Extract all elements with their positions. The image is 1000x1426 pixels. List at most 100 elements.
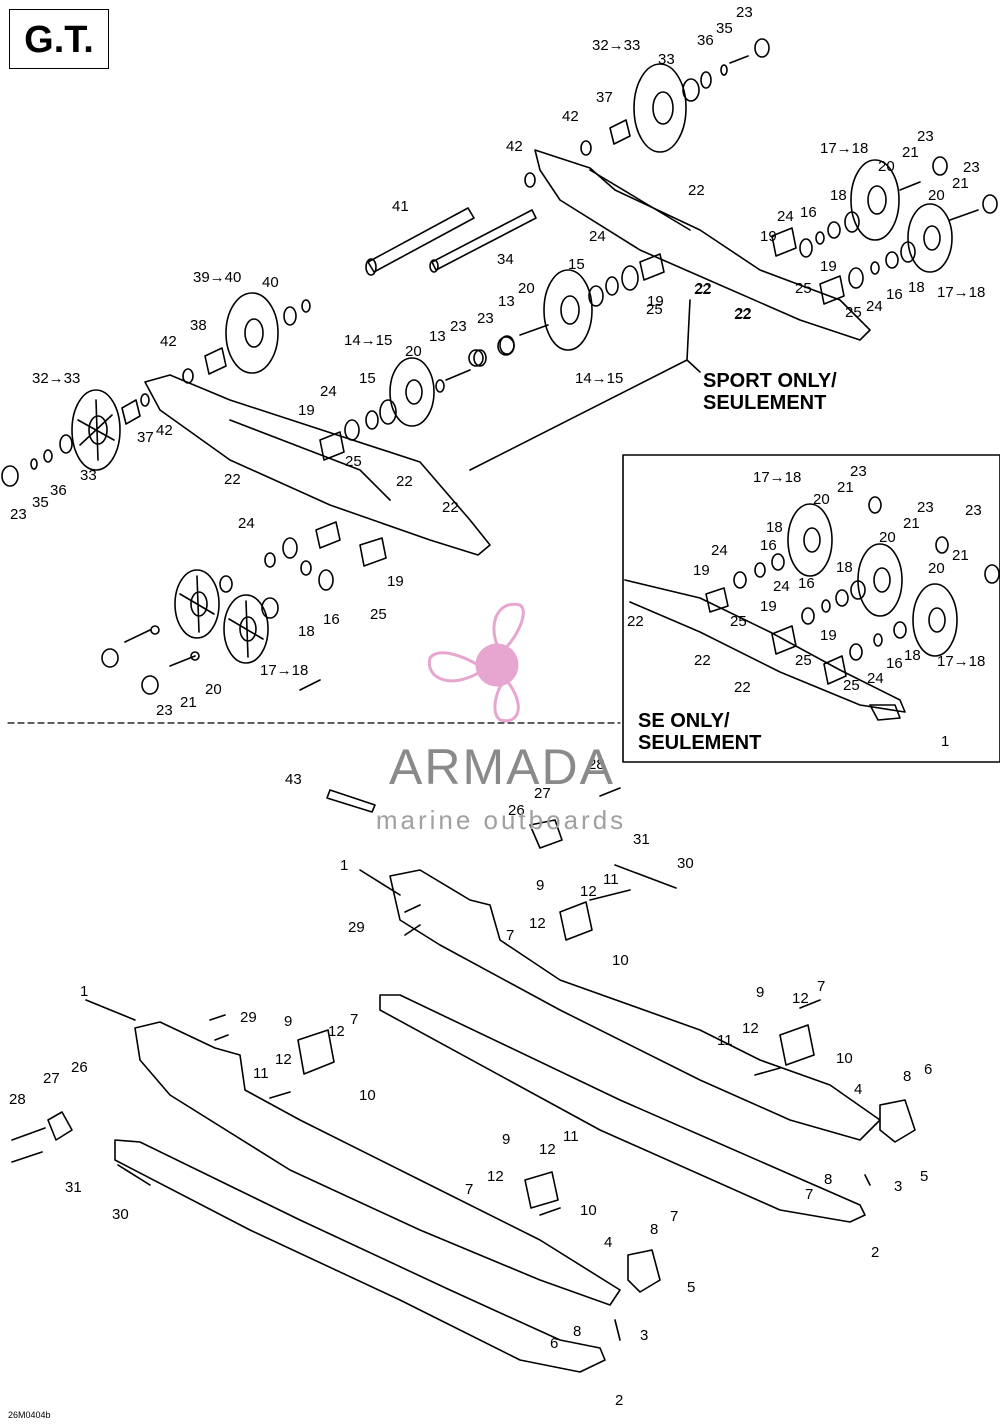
wheel-17-18-top (850, 159, 900, 241)
part-label-l42: 19 (760, 228, 777, 245)
shaft-41-end (365, 258, 377, 276)
part-label-l22: 24 (320, 383, 337, 400)
part-label-l39: 20 (928, 187, 945, 204)
part-label-l21: 22 (224, 471, 241, 488)
part-label-l55: 13 (498, 293, 515, 310)
part-label-l151: 7 (670, 1208, 678, 1225)
part-label-l43: 19 (820, 258, 837, 275)
part-label-l129: 2 (871, 1244, 879, 1261)
part-label-l85: 23 (965, 502, 982, 519)
part-label-l76: 18 (766, 519, 783, 536)
part-label-l100: 17→18 (937, 653, 985, 670)
part-label-l38: 21 (952, 175, 969, 192)
part-label-l37: 18 (830, 187, 847, 204)
wheel-14-15-left (389, 357, 435, 427)
part-label-l9: 34 (497, 251, 514, 268)
part-label-l48: 24 (866, 298, 883, 315)
part-label-l23: 15 (359, 370, 376, 387)
part-label-l0: 23 (10, 506, 27, 523)
part-label-l67: 18 (298, 623, 315, 640)
part-label-l33: 23 (917, 128, 934, 145)
part-label-l104: 27 (534, 785, 551, 802)
part-label-l124: 6 (924, 1061, 932, 1078)
part-label-l139: 27 (43, 1070, 60, 1087)
part-label-l143: 9 (502, 1131, 510, 1148)
rail-right (389, 869, 881, 1141)
part-label-l26: 23 (450, 318, 467, 335)
part-label-l107: 30 (677, 855, 694, 872)
part-label-l19: 35 (716, 20, 733, 37)
sport-only-callout: SPORT ONLY/ SEULEMENT (703, 370, 837, 414)
part-label-l75: 20 (813, 491, 830, 508)
watermark-brand: ARMADA (389, 739, 615, 795)
part-label-l127: 8 (824, 1171, 832, 1188)
part-label-l126: 3 (894, 1178, 902, 1195)
part-label-l90: 16 (798, 575, 815, 592)
part-label-l66: 16 (323, 611, 340, 628)
part-label-l27: 19 (298, 402, 315, 419)
part-label-l73: 23 (850, 463, 867, 480)
part-label-l30: 22 (442, 499, 459, 516)
part-label-l82: 20 (879, 529, 896, 546)
part-label-l32: 17→18 (820, 140, 868, 157)
part-label-l142: 30 (112, 1206, 129, 1223)
part-label-l50: 18 (908, 279, 925, 296)
sport-only-line-1: SPORT ONLY/ (703, 370, 837, 392)
part-label-l91: 19 (760, 598, 777, 615)
rail-slider-left (114, 1139, 606, 1373)
part-label-l117: 12 (792, 990, 809, 1007)
part-label-l116: 9 (756, 984, 764, 1001)
part-label-l2: 36 (50, 482, 67, 499)
part-label-l53: 15 (568, 256, 585, 273)
part-label-l63: 24 (238, 515, 255, 532)
lower-leader-lines (85, 869, 421, 1041)
part-label-l121: 10 (836, 1050, 853, 1067)
part-label-l108: 1 (340, 857, 348, 874)
part-label-l68: 17→18 (260, 662, 308, 679)
part-label-l5: 37 (137, 429, 154, 446)
se-only-line-1: SE ONLY/ (638, 710, 730, 732)
se-only-line-2: SEULEMENT (638, 732, 762, 754)
lower-bolts (11, 787, 871, 1341)
part-label-l148: 10 (580, 1202, 597, 1219)
part-label-l61: 22 (694, 281, 711, 298)
part-label-l130: 1 (80, 983, 88, 1000)
part-label-l81: 25 (730, 613, 747, 630)
rail-end-blocks (47, 819, 916, 1293)
part-label-l105: 26 (508, 802, 525, 819)
part-label-l46: 22 (735, 305, 752, 322)
part-label-l51: 17→18 (937, 284, 985, 301)
part-label-l134: 7 (350, 1011, 358, 1028)
part-label-l141: 31 (65, 1179, 82, 1196)
part-label-l118: 7 (817, 978, 825, 995)
part-label-l83: 23 (917, 499, 934, 516)
part-label-l146: 7 (465, 1181, 473, 1198)
part-label-l59: 25 (646, 301, 663, 318)
part-label-l138: 28 (9, 1091, 26, 1108)
part-label-l17: 33 (658, 51, 675, 68)
part-label-l15: 37 (596, 89, 613, 106)
part-label-l4: 33 (80, 467, 97, 484)
diagram-title: G.T. (9, 9, 109, 69)
part-label-l14: 32→33 (592, 37, 640, 54)
part-label-l64: 19 (387, 573, 404, 590)
part-label-l62: 22 (734, 306, 751, 323)
part-label-l99: 18 (904, 647, 921, 664)
part-label-l58: 19 (647, 293, 664, 310)
wheel-32-33-left (71, 389, 121, 471)
part-label-l122: 4 (854, 1081, 862, 1098)
rail-left (134, 1021, 621, 1306)
part-label-l10: 39→40 (193, 269, 241, 286)
part-label-l123: 8 (903, 1068, 911, 1085)
part-label-l89: 24 (773, 578, 790, 595)
part-label-l113: 29 (348, 919, 365, 936)
part-label-l70: 21 (180, 694, 197, 711)
drawing-code: 26M0404b (8, 1410, 51, 1420)
part-label-l109: 9 (536, 877, 544, 894)
part-label-l69: 20 (205, 681, 222, 698)
part-label-l97: 25 (843, 677, 860, 694)
part-label-l111: 11 (603, 871, 619, 888)
part-label-l155: 3 (640, 1327, 648, 1344)
part-label-l135: 12 (275, 1051, 292, 1068)
